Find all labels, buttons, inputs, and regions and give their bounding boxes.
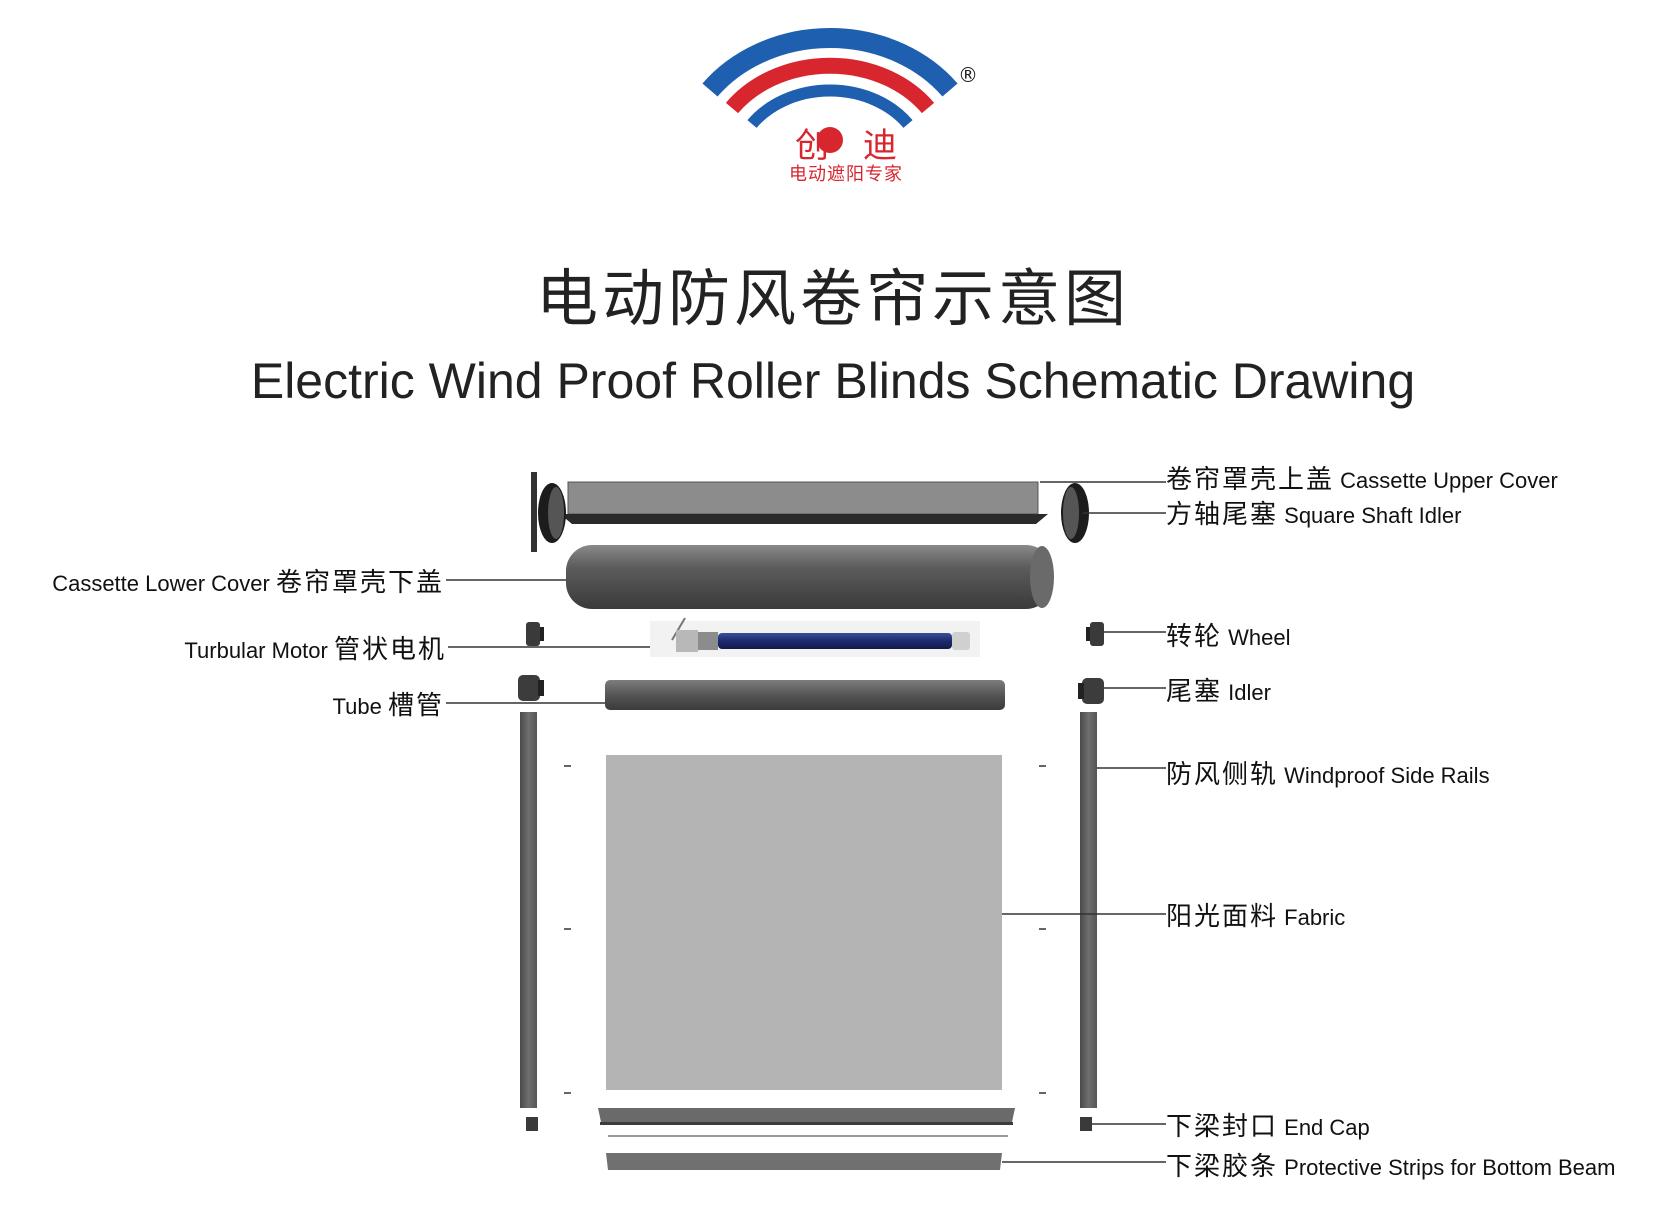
square-shaft-idler-right bbox=[1061, 483, 1089, 543]
wheel-left bbox=[526, 622, 544, 646]
label-wheel: 转轮 Wheel bbox=[1166, 622, 1291, 652]
label-turbular-motor: Turbular Motor 管状电机 bbox=[184, 635, 446, 665]
label-cassette-lower-cover: Cassette Lower Cover 卷帘罩壳下盖 bbox=[52, 568, 444, 598]
title-chinese: 电动防风卷帘示意图 bbox=[535, 262, 1130, 335]
label-idler: 尾塞 Idler bbox=[1166, 677, 1271, 707]
logo-char-left: 创 bbox=[795, 126, 829, 166]
label-windproof-side-rails: 防风侧轨 Windproof Side Rails bbox=[1166, 760, 1490, 790]
turbular-motor bbox=[650, 617, 980, 657]
side-rail-left bbox=[520, 712, 537, 1108]
logo-red-arc bbox=[725, 57, 935, 114]
label-protective-strips: 下梁胶条 Protective Strips for Bottom Beam bbox=[1166, 1152, 1616, 1182]
label-cassette-upper-cover: 卷帘罩壳上盖 Cassette Upper Cover bbox=[1166, 465, 1558, 495]
company-logo: ® bbox=[702, 28, 978, 153]
label-square-shaft-idler: 方轴尾塞 Square Shaft Idler bbox=[1166, 500, 1462, 530]
tube bbox=[605, 680, 1005, 710]
title-english: Electric Wind Proof Roller Blinds Schema… bbox=[250, 353, 1416, 409]
idler-left bbox=[518, 675, 544, 701]
end-cap-right bbox=[1080, 1117, 1092, 1131]
logo-char-right: 迪 bbox=[863, 126, 897, 166]
idler-right bbox=[1078, 678, 1104, 704]
side-rail-right bbox=[1080, 712, 1097, 1108]
protective-strip bbox=[606, 1153, 1002, 1170]
cassette-lower-cover bbox=[566, 545, 1054, 609]
square-shaft-idler-left bbox=[531, 472, 566, 552]
logo-brand-name: 创迪 bbox=[756, 118, 936, 167]
logo-red-dot bbox=[817, 127, 843, 153]
bottom-beam bbox=[598, 1108, 1015, 1137]
fabric-panel bbox=[606, 755, 1002, 1090]
cassette-upper-cover bbox=[560, 481, 1048, 524]
end-cap-left bbox=[526, 1117, 538, 1131]
label-end-cap: 下梁封口 End Cap bbox=[1166, 1112, 1370, 1142]
wheel-right bbox=[1086, 622, 1104, 646]
logo-blue-arc bbox=[702, 28, 958, 97]
label-fabric: 阳光面料 Fabric bbox=[1166, 902, 1346, 932]
logo-blue-inner-arc bbox=[747, 84, 913, 128]
alignment-ticks bbox=[564, 765, 1046, 1094]
label-tube: Tube 槽管 bbox=[332, 691, 444, 721]
logo-tagline: 电动遮阳专家 bbox=[789, 164, 903, 185]
leader-lines bbox=[446, 481, 1166, 1163]
logo-registered-mark: ® bbox=[958, 63, 978, 87]
